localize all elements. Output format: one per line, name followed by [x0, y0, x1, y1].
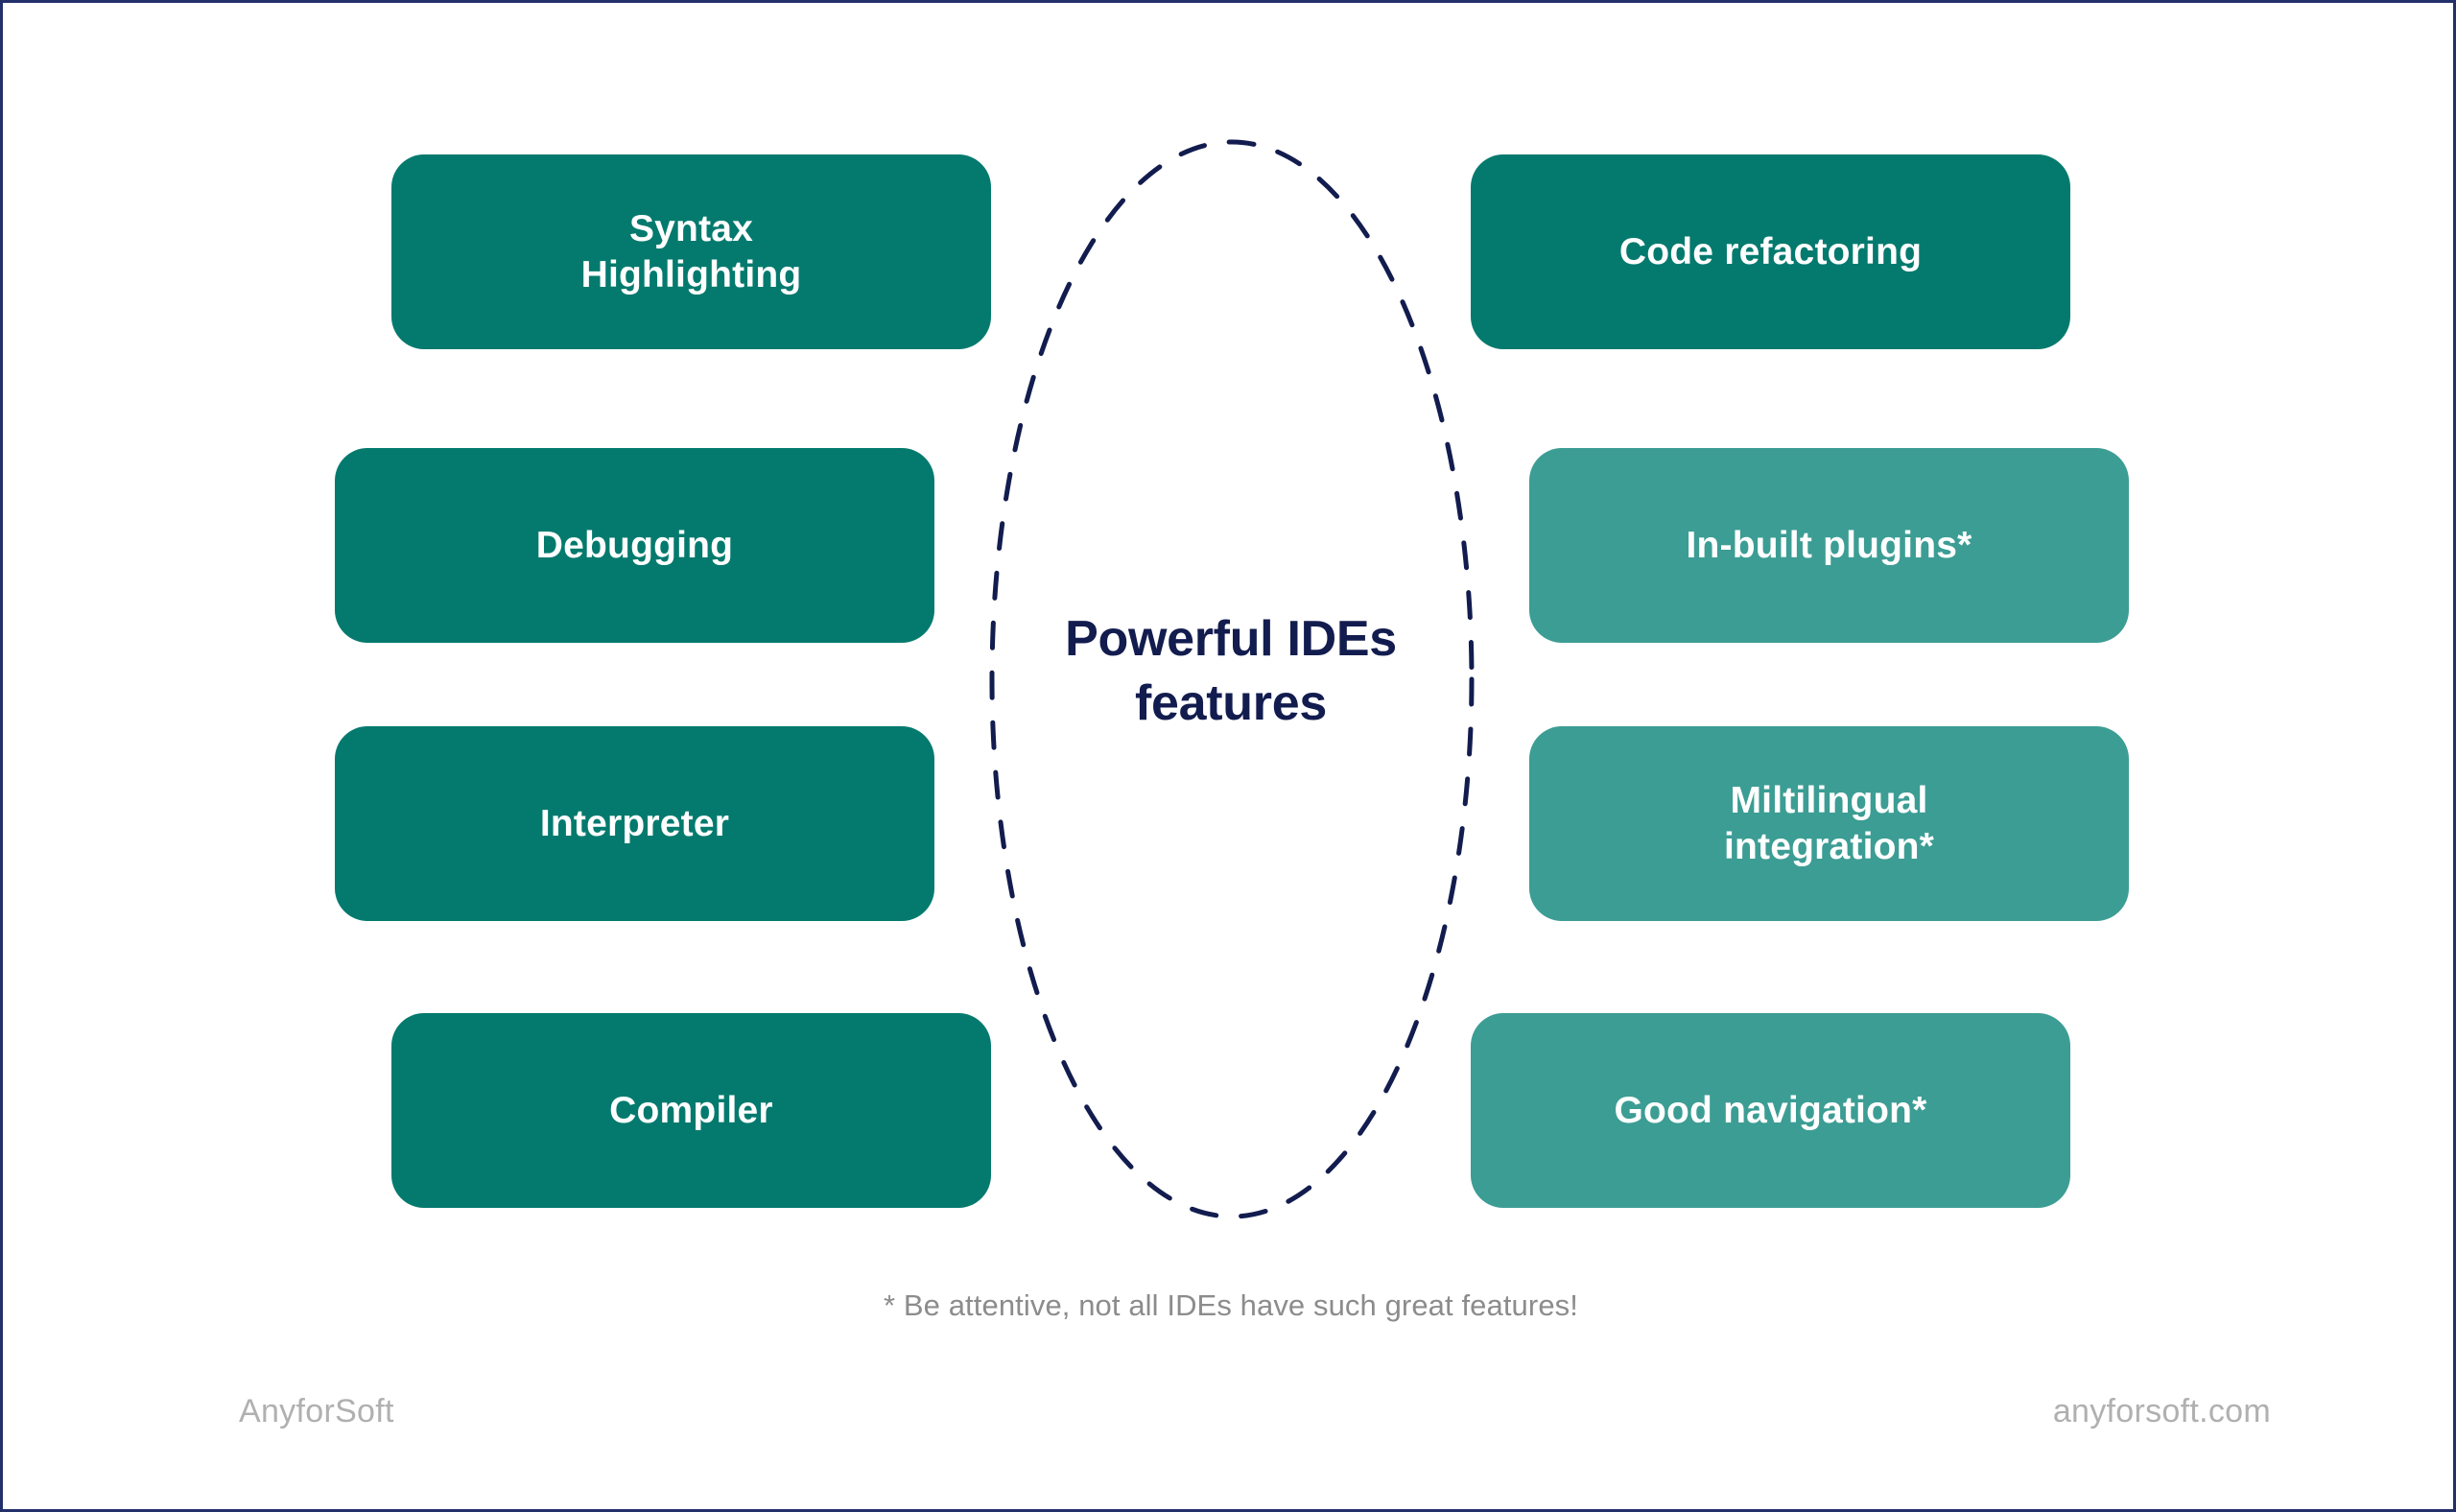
center-title-line2: features — [1135, 674, 1327, 731]
feature-node-inbuilt-plugins[interactable]: In-built plugins* — [1529, 448, 2129, 643]
feature-node-label: Debugging — [535, 524, 734, 566]
feature-node-interpreter[interactable]: Interpreter — [335, 726, 934, 921]
center-title-line1: Powerful IDEs — [1065, 611, 1397, 667]
feature-node-syntax-highlighting[interactable]: Syntax Highlighting — [391, 154, 991, 349]
feature-node-label: Interpreter — [539, 802, 730, 844]
footnote-text: * Be attentive, not all IDEs have such g… — [884, 1288, 1578, 1322]
feature-node-good-navigation[interactable]: Good navigation* — [1471, 1013, 2070, 1208]
feature-node-label: Compiler — [609, 1089, 773, 1131]
feature-node-label: Code refactoring — [1618, 230, 1923, 272]
feature-node-label-line2: integration* — [1723, 825, 1935, 867]
feature-node-multilingual-integration[interactable]: Miltilingual integration* — [1529, 726, 2129, 921]
feature-node-compiler[interactable]: Compiler — [391, 1013, 991, 1208]
feature-node-label-line2: Highlighting — [580, 253, 802, 295]
feature-node-label-line1: Syntax — [628, 207, 754, 249]
feature-node-label: Good navigation* — [1614, 1089, 1927, 1131]
feature-node-code-refactoring[interactable]: Code refactoring — [1471, 154, 2070, 349]
feature-node-label: In-built plugins* — [1686, 524, 1972, 566]
footer-brand-label: AnyforSoft — [239, 1393, 394, 1429]
feature-node-label-line1: Miltilingual — [1730, 779, 1928, 821]
diagram-center-title: Powerful IDEs features — [1001, 607, 1461, 735]
feature-node-label: Miltilingual integration* — [1724, 778, 1934, 869]
feature-node-label: Syntax Highlighting — [581, 206, 802, 297]
feature-node-debugging[interactable]: Debugging — [335, 448, 934, 643]
footer-website-url[interactable]: anyforsoft.com — [2052, 1393, 2271, 1429]
